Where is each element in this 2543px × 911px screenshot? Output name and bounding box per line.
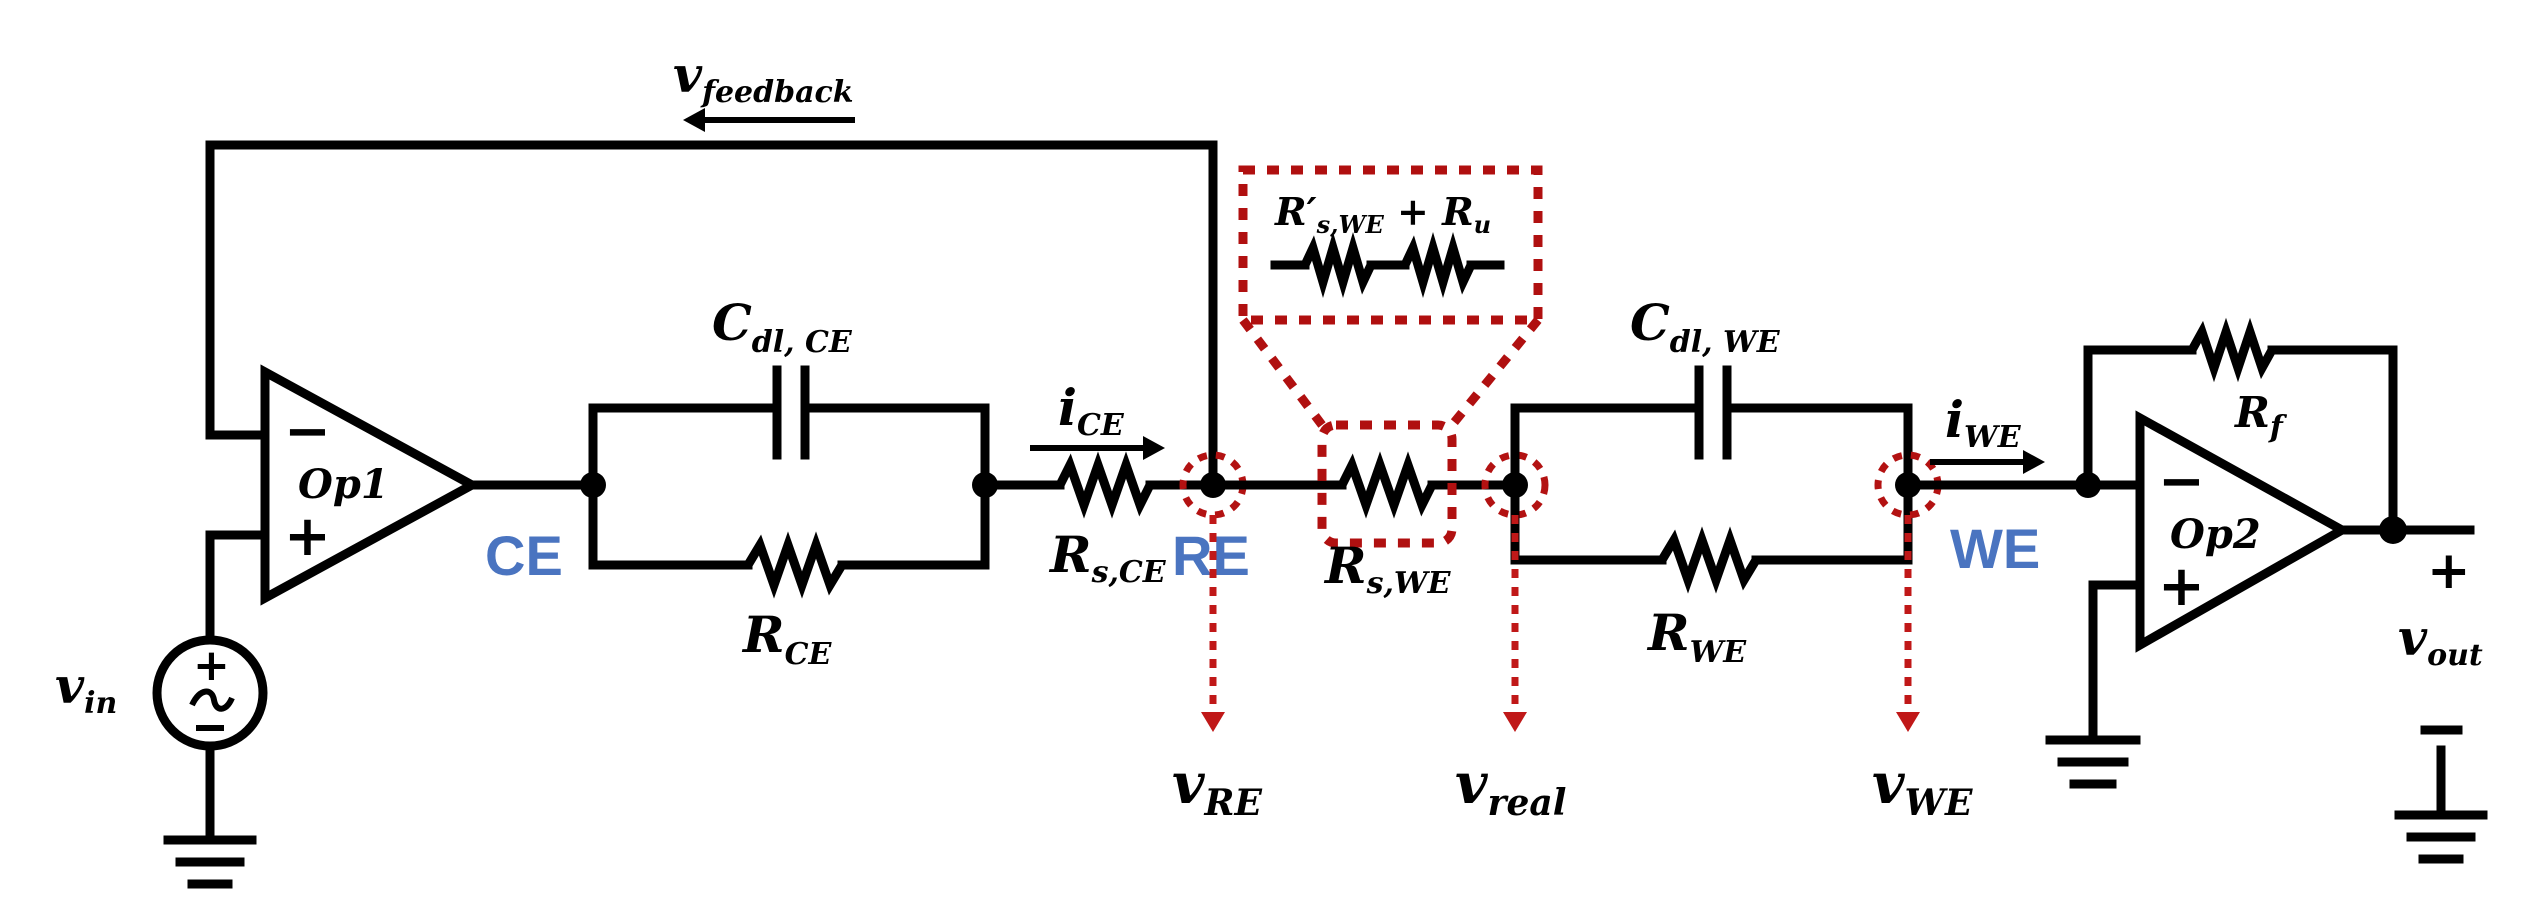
i-we-arrow — [1930, 450, 2045, 474]
r-we-right-wire — [1751, 480, 1913, 565]
inset-series-resistors — [1270, 232, 1505, 298]
probe-we — [1896, 515, 1920, 732]
source-plus-sign: + — [193, 640, 230, 691]
we-node-label: WE — [1950, 517, 2040, 580]
c-we-right-wire — [1729, 403, 1913, 490]
op-amp-1 — [260, 364, 482, 606]
r-f-label: Rf — [2234, 388, 2288, 445]
op1-plus-sign: + — [284, 504, 331, 569]
vout-plus-sign: + — [2427, 541, 2471, 601]
v-in-label: vin — [55, 656, 117, 721]
v-real-label: vreal — [1455, 751, 1566, 824]
feedback-wire — [205, 140, 1218, 490]
resistor-ce — [743, 531, 847, 599]
r-ce-right-wire — [837, 480, 990, 570]
inset-expression-label: R′s,WE + Ru — [1274, 189, 1491, 239]
op2-label: Op2 — [2170, 511, 2261, 558]
sine-symbol-icon — [189, 688, 235, 712]
op1-label: Op1 — [298, 461, 389, 508]
i-ce-arrow — [1030, 436, 1165, 460]
c-dl-we-label: Cdl, WE — [1630, 293, 1781, 360]
v-feedback-label: vfeedback — [673, 45, 854, 110]
probe-real — [1503, 515, 1527, 732]
resistor-we — [1657, 526, 1761, 594]
probe-re — [1201, 515, 1225, 732]
i-ce-label: iCE — [1058, 378, 1125, 443]
r-s-we-label: Rs,WE — [1323, 536, 1452, 601]
i-we-label: iWE — [1945, 390, 2022, 455]
inset-resistor-2 — [1400, 232, 1476, 298]
r-ce-label: RCE — [741, 605, 832, 672]
capacitor-dl-ce — [772, 365, 810, 460]
v-out-label: vout — [2398, 608, 2483, 673]
r-we-left-wire — [1510, 480, 1667, 565]
feedback-arrow — [683, 108, 855, 132]
v-we-label: vWE — [1872, 751, 1973, 824]
rswe-highlight-box — [1317, 420, 1457, 548]
r-we-label: RWE — [1646, 603, 1747, 670]
ac-voltage-source: + — [152, 635, 268, 751]
inset-zoom-box — [1238, 165, 1543, 325]
ground-symbol-3 — [2394, 745, 2488, 864]
r-s-ce-label: Rs,CE — [1048, 525, 1167, 590]
junction-output — [2379, 516, 2407, 544]
op-amp-2 — [2135, 410, 2352, 653]
op1-noninverting-wire — [205, 530, 270, 645]
op2-minus-sign: − — [2158, 449, 2205, 514]
c-dl-ce-label: Cdl, CE — [712, 293, 853, 360]
ce-node-label: CE — [485, 524, 563, 587]
capacitor-dl-we — [1694, 365, 1732, 460]
ground-symbol-2 — [2045, 735, 2141, 789]
c-we-left-wire — [1510, 403, 1697, 490]
resistor-s-we — [1337, 451, 1437, 519]
c-ce-left-wire — [588, 403, 775, 490]
ground-symbol-1 — [163, 835, 257, 889]
c-ce-right-wire — [807, 403, 990, 490]
v-re-label: vRE — [1172, 751, 1262, 824]
op2-plus-sign: + — [2158, 554, 2205, 619]
zoom-line-left — [1239, 317, 1326, 428]
op2-noninverting-wire — [2088, 580, 2145, 745]
rf-left-wire — [2083, 345, 2197, 490]
r-ce-left-wire — [588, 480, 753, 570]
real-probe-ring — [1481, 451, 1549, 519]
op1-minus-sign: − — [284, 399, 331, 464]
rf-right-wire — [2267, 345, 2398, 535]
inset-resistor-1 — [1300, 232, 1376, 298]
resistor-s-ce — [1055, 451, 1155, 519]
resistor-f — [2187, 317, 2277, 383]
